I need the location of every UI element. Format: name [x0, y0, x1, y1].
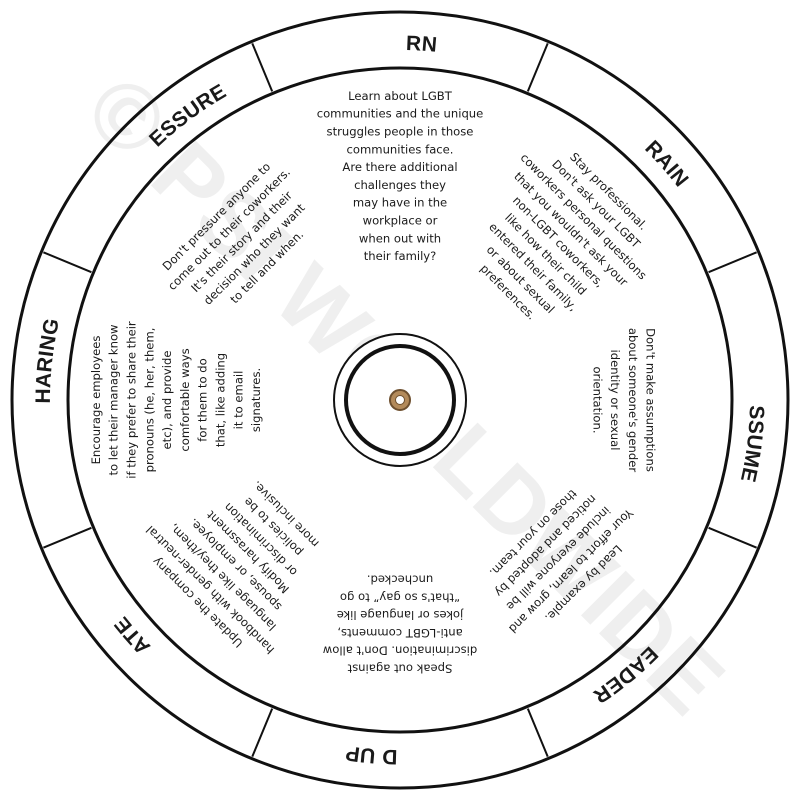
- ring-divider: [251, 708, 274, 758]
- ring-divider: [526, 708, 549, 758]
- grommet-hole: [395, 395, 405, 405]
- ring-divider: [42, 526, 92, 549]
- ring-divider: [708, 526, 758, 549]
- ring-divider: [708, 251, 758, 274]
- segment-text: Speak out againstdiscrimination. Don't a…: [323, 573, 477, 676]
- hub-ring: [344, 344, 456, 456]
- outer-ring: [10, 10, 790, 790]
- ring-divider: [42, 251, 92, 274]
- segment-text: Stay professional.Don't ask your LGBTcow…: [442, 125, 675, 358]
- inner-ring: [66, 66, 734, 734]
- segment-text: Don't make assumptionsabout someone's ge…: [590, 328, 657, 473]
- segment-text: Update the companyhandbook with gender-n…: [131, 447, 353, 669]
- ring-divider: [251, 42, 274, 92]
- ring-divider: [526, 42, 549, 92]
- ring-dividers: [42, 42, 758, 758]
